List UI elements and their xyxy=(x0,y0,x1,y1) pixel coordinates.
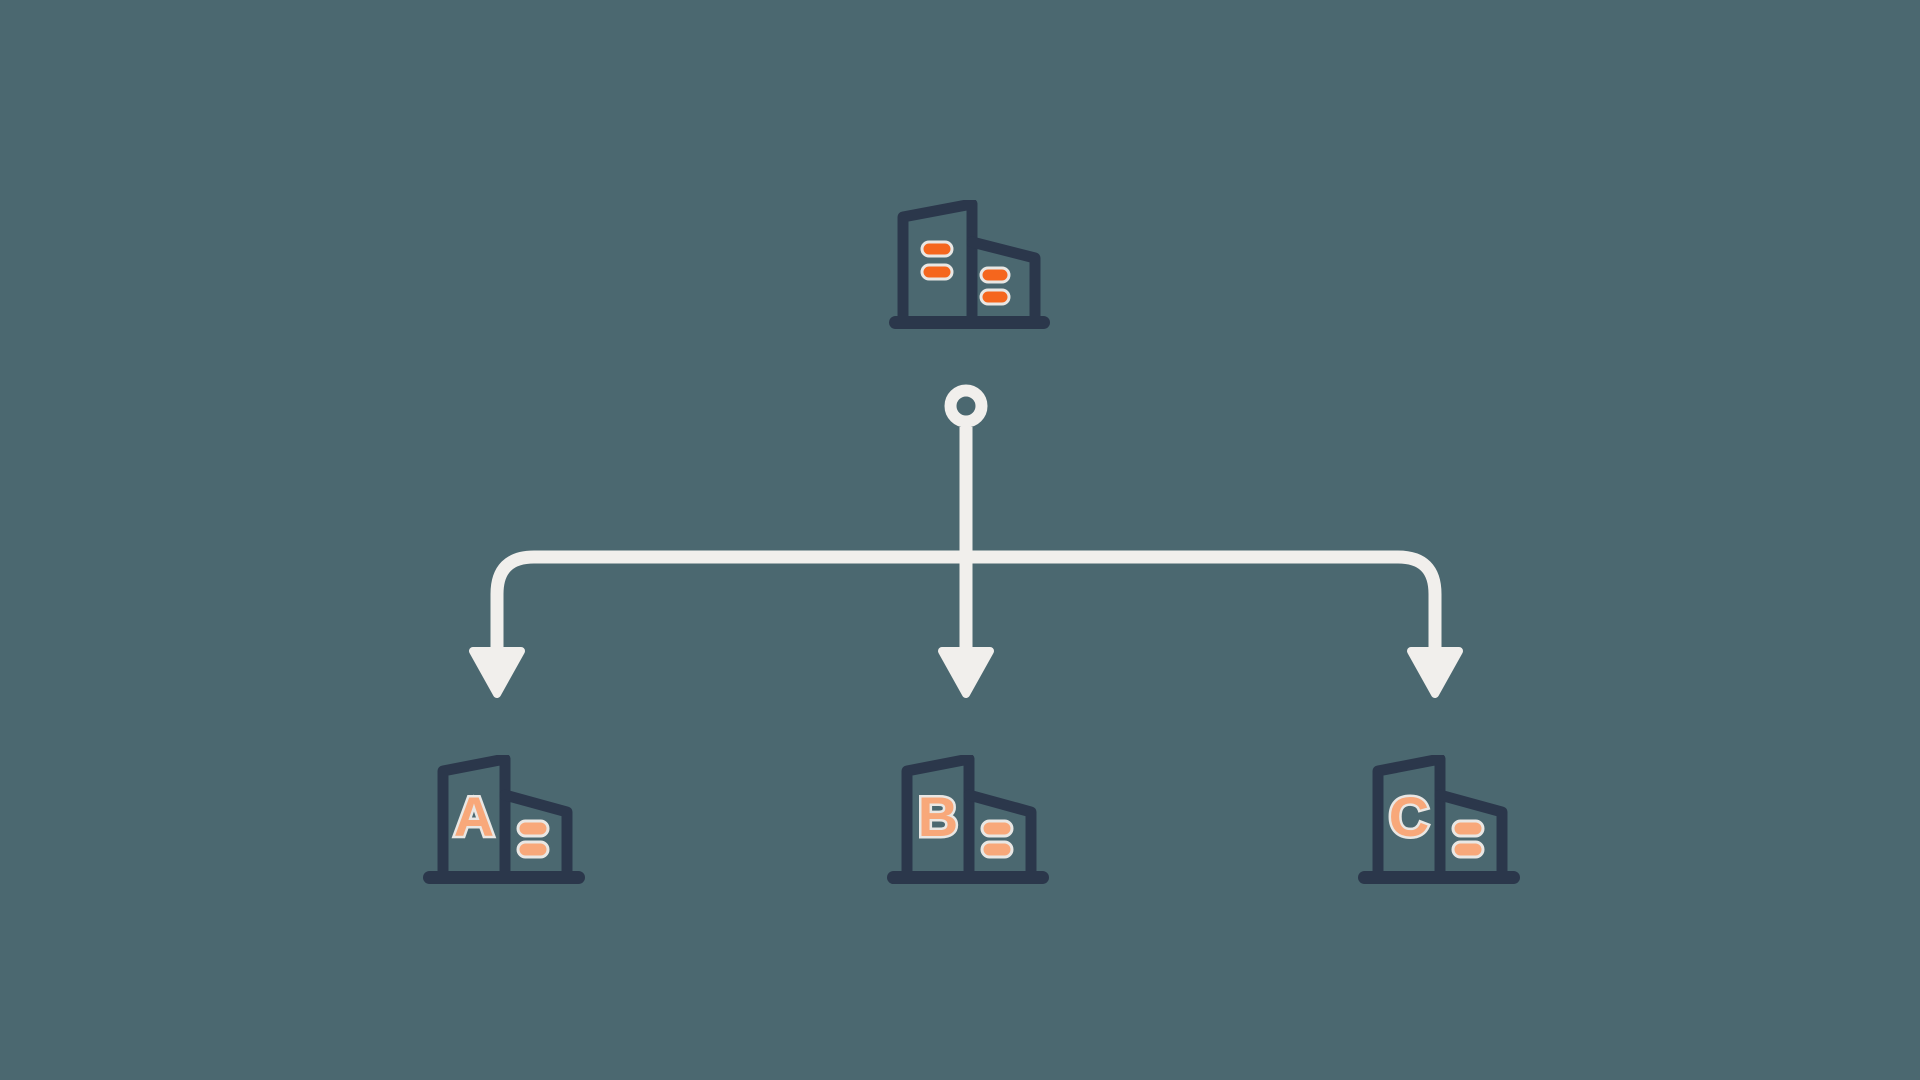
short-building-outline xyxy=(499,789,573,879)
node-subsidiary-a: A xyxy=(422,753,586,887)
office-buildings-icon xyxy=(889,198,1050,329)
short-building-outline xyxy=(1434,789,1508,879)
tall-building-outline xyxy=(437,753,511,879)
window-icon xyxy=(979,266,1011,284)
window-icon xyxy=(980,819,1014,838)
window-icon xyxy=(980,840,1014,859)
building-base xyxy=(423,871,585,884)
office-buildings-icon: B xyxy=(887,753,1049,884)
short-building-outline xyxy=(963,789,1037,879)
window-icon xyxy=(920,240,954,258)
subsidiary-label: A xyxy=(454,785,494,848)
office-buildings-icon: C xyxy=(1358,753,1520,884)
connector-branch-line xyxy=(490,550,1442,655)
window-icon xyxy=(979,288,1011,306)
tall-building-outline xyxy=(1372,753,1446,879)
arrow-down-middle-icon xyxy=(938,647,994,698)
office-buildings-icon: A xyxy=(423,753,585,884)
node-subsidiary-c: C xyxy=(1357,753,1521,887)
building-base xyxy=(887,871,1049,884)
window-icon xyxy=(516,840,550,859)
window-icon xyxy=(516,819,550,838)
node-subsidiary-b: B xyxy=(886,753,1050,887)
subsidiary-label: C xyxy=(1389,785,1429,848)
window-icon xyxy=(1451,819,1485,838)
window-icon xyxy=(920,263,954,281)
node-parent-company xyxy=(888,198,1052,332)
connector-ring-icon xyxy=(944,384,988,428)
arrow-down-right-icon xyxy=(1407,647,1463,698)
tall-building-outline xyxy=(901,753,975,879)
short-building-outline xyxy=(966,236,1041,324)
window-icon xyxy=(1451,840,1485,859)
arrow-down-left-icon xyxy=(469,647,525,698)
building-base xyxy=(1358,871,1520,884)
tall-building-outline xyxy=(897,198,978,324)
building-base xyxy=(889,316,1050,329)
subsidiary-label: B xyxy=(918,785,958,848)
